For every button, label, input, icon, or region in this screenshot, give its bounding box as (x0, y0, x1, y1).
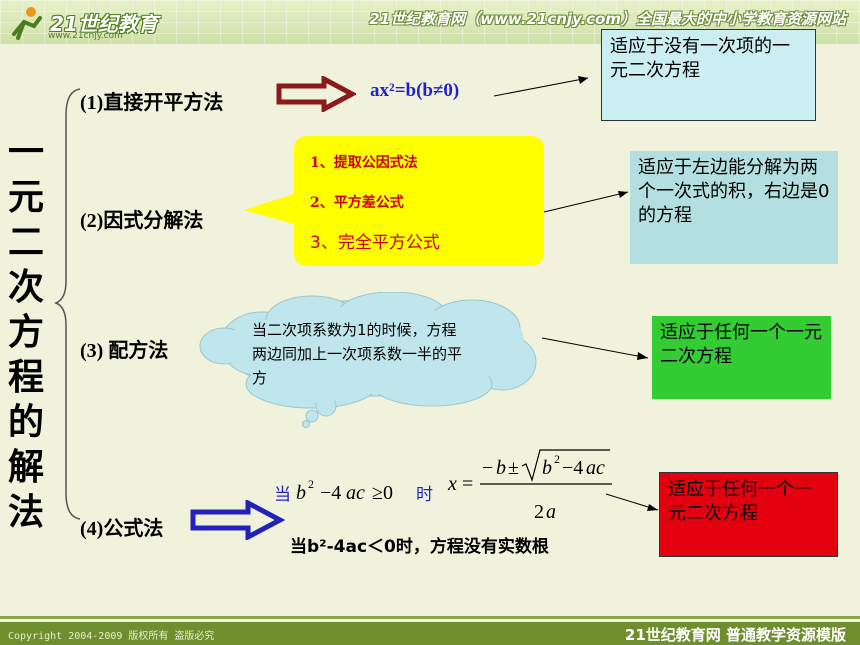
footer-brand: 21世纪教育网 普通教学资源模版 (624, 626, 846, 644)
left-brace (53, 88, 81, 520)
applies-text-4: 适应于任何一个一元二次方程 (668, 479, 812, 524)
svg-text:2: 2 (308, 477, 314, 491)
method-3-label: (3) 配方法 (80, 340, 169, 362)
svg-text:±: ± (508, 457, 519, 479)
logo-runner-icon (12, 7, 42, 40)
svg-text:≥0: ≥0 (372, 482, 393, 504)
applies-text-1: 适应于没有一次项的一元二次方程 (610, 36, 790, 81)
applies-box-2: 适应于左边能分解为两个一次式的积，右边是0的方程 (630, 151, 838, 264)
svg-text:x: x (447, 473, 457, 495)
blue-hollow-arrow-icon (190, 500, 286, 540)
yellow-callout (244, 136, 544, 266)
method-1-label: (1)直接开平方法 (80, 92, 224, 114)
copyright-text: Copyright 2004-2009 版权所有 盗版必究 (8, 631, 215, 642)
quadratic-formula: x = − b ± b 2 −4 ac 2 a (447, 449, 612, 523)
svg-text:=: = (462, 473, 473, 495)
svg-text:b: b (542, 457, 552, 479)
svg-text:b: b (296, 482, 306, 504)
discriminant-condition: b 2 −4 ac ≥0 (296, 477, 393, 504)
svg-text:−4: −4 (562, 457, 583, 479)
connector-arrow-3 (541, 337, 649, 360)
method-1-formula: ax²=b(b≠0) (370, 80, 460, 101)
condition-prefix: 当 (274, 485, 291, 505)
factor-item-3: 3、完全平方公式 (310, 233, 440, 253)
condition-suffix: 时 (416, 485, 433, 505)
banner-tagline: 21世纪教育网（www.21cnjy.com）全国最大的中小学教育资源网站 (369, 10, 846, 28)
svg-text:ac: ac (586, 457, 605, 479)
applies-text-2: 适应于左边能分解为两个一次式的积，右边是0的方程 (638, 157, 830, 226)
svg-text:ac: ac (346, 482, 365, 504)
applies-box-1: 适应于没有一次项的一元二次方程 (601, 29, 816, 121)
svg-text:2: 2 (554, 452, 560, 466)
cloud-text: 当二次项系数为1的时候，方程两边同加上一次项系数一半的平方 (252, 321, 463, 387)
svg-text:a: a (546, 501, 556, 523)
connector-arrow-2 (543, 191, 629, 213)
method-4-label: (4)公式法 (80, 518, 164, 540)
connector-arrow-4 (605, 493, 659, 511)
factor-item-2: 2、平方差公式 (310, 195, 404, 211)
factor-item-1: 1、提取公因式法 (310, 155, 418, 171)
applies-box-4: 适应于任何一个一元二次方程 (659, 472, 838, 557)
applies-box-3: 适应于任何一个一元二次方程 (652, 316, 831, 399)
svg-text:2: 2 (534, 501, 544, 523)
svg-text:b: b (496, 457, 506, 479)
main-title: 一元二次方程的解法 (7, 132, 44, 533)
method-2-label: (2)因式分解法 (80, 210, 204, 232)
logo-text: 21世纪教育 (50, 12, 158, 36)
svg-text:−: − (482, 457, 493, 479)
applies-text-3: 适应于任何一个一元二次方程 (660, 322, 822, 367)
footer-bar (0, 622, 860, 645)
hollow-arrow-icon (276, 76, 356, 112)
logo-url: www.21cnjy.com (48, 31, 123, 41)
connector-arrow-1 (493, 76, 589, 97)
svg-text:−4: −4 (320, 482, 341, 504)
negative-discriminant-note: 当b²-4ac＜0时，方程没有实数根 (290, 537, 549, 557)
thought-cloud (199, 292, 537, 428)
footer-divider (0, 616, 860, 619)
